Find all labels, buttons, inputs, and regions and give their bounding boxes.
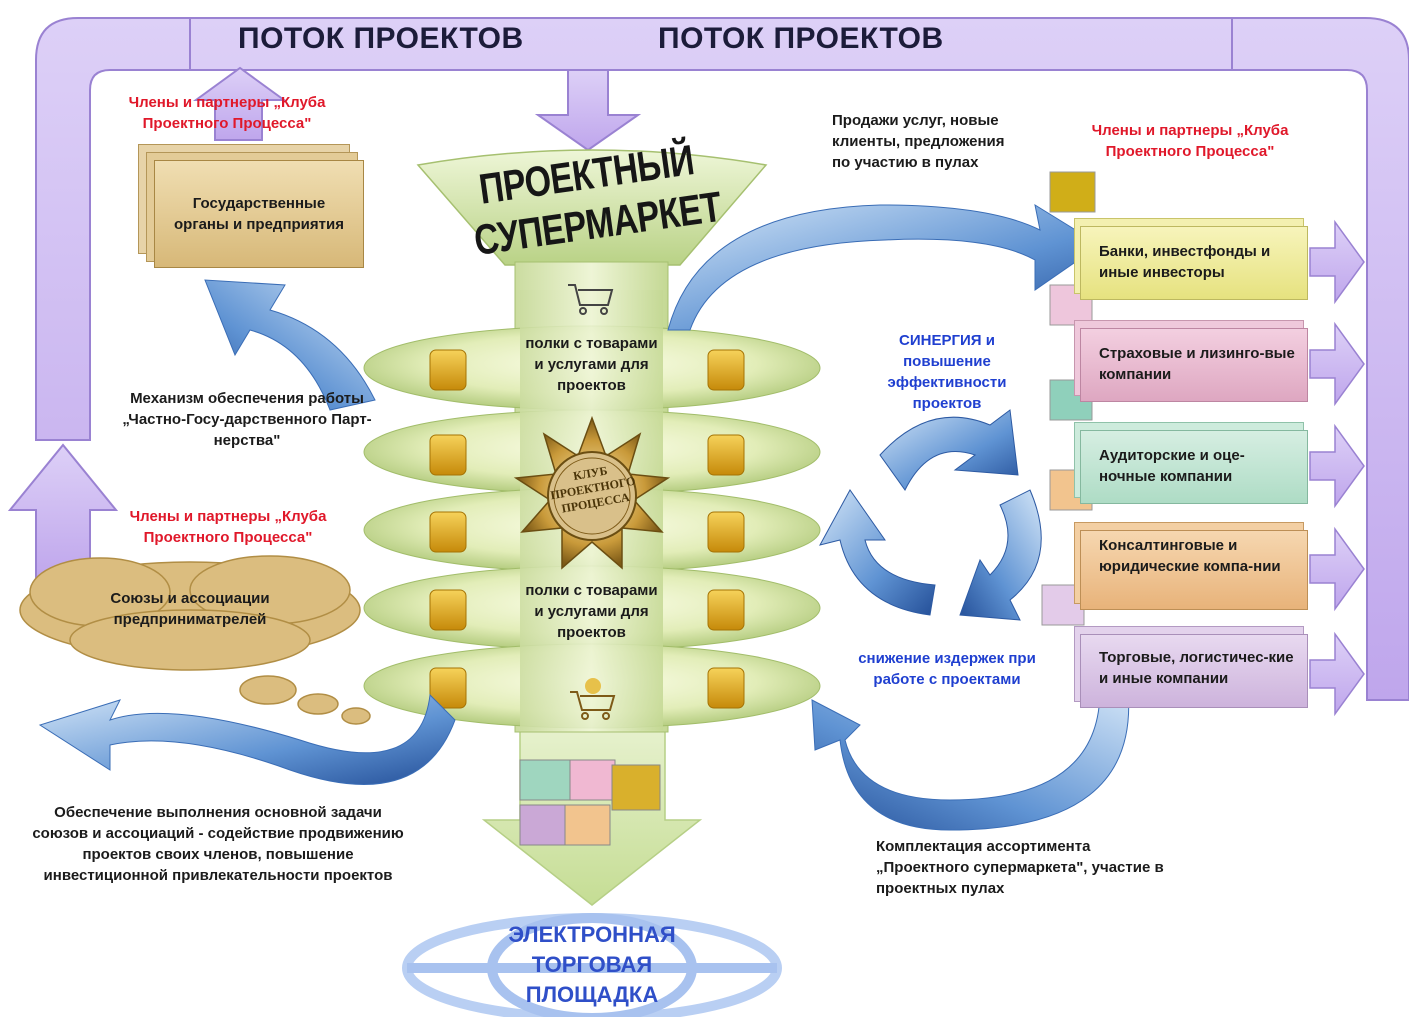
club-badge-star — [513, 415, 671, 570]
right-box-trade: Торговые, логистичес-кие и иные компании — [1080, 634, 1308, 708]
right-flow-arrows — [1309, 219, 1365, 717]
funnel — [416, 149, 768, 266]
members-title-left-top: Члены и партнеры „Клуба Проектного Проце… — [128, 94, 326, 132]
costs-reduction-text: снижение издержек при работе с проектами — [858, 650, 1036, 688]
unions-box: Союзы и ассоциации предприниматрелей — [110, 590, 270, 628]
right-box-insurance: Страховые и лизинго-вые компании — [1080, 328, 1308, 402]
electronic-platform-title: ЭЛЕКТРОННАЯ ТОРГОВАЯ ПЛОЩАДКА — [508, 922, 676, 1007]
project-flow-band — [35, 17, 1409, 701]
right-box-investors-label: Банки, инвестфонды и иные инвесторы — [1099, 243, 1271, 281]
arrow-gov-up — [204, 279, 376, 411]
members-title-left-bottom: Члены и партнеры „Клуба Проектного Проце… — [129, 508, 327, 546]
top-down-arrow — [534, 69, 642, 152]
unions-cloud — [19, 555, 371, 725]
members-title-right: Члены и партнеры „Клуба Проектного Проце… — [1091, 122, 1289, 160]
arrow-assortment-left — [811, 689, 1130, 831]
flow-title-right: ПОТОК ПРОЕКТОВ — [658, 22, 944, 55]
right-box-insurance-label: Страховые и лизинго-вые компании — [1099, 345, 1295, 383]
unions-task-text: Обеспечение выполнения основной задачи с… — [32, 804, 404, 884]
right-box-consulting-label: Консалтинговые и юридические компа-нии — [1099, 537, 1281, 575]
top-up-arrow — [192, 66, 288, 141]
arrow-sales-right — [667, 203, 1101, 331]
right-box-audit: Аудиторские и оце-ночные компании — [1080, 430, 1308, 504]
recycle-icon — [819, 409, 1042, 621]
ppp-mechanism-text: Механизм обеспечения работы „Частно-Госу… — [122, 390, 372, 449]
cart-full-icon — [570, 691, 616, 720]
right-box-investors: Банки, инвестфонды и иные инвесторы — [1080, 226, 1308, 300]
shelves-text-bottom: полки с товарами и услугами для проектов — [525, 582, 658, 641]
assortment-text: Комплектация ассортимента „Проектного су… — [876, 838, 1164, 897]
arrow-unions-left — [38, 693, 456, 785]
globe — [402, 913, 782, 1017]
puzzle-pieces — [519, 759, 661, 846]
coin-stacks — [429, 349, 745, 709]
flow-title-left: ПОТОК ПРОЕКТОВ — [238, 22, 524, 55]
gov-box-label: Государственные органы и предприятия — [174, 195, 344, 233]
shelves-text-top: полки с товарами и услугами для проектов — [525, 335, 658, 394]
right-box-trade-label: Торговые, логистичес-кие и иные компании — [1099, 649, 1294, 687]
gov-box: Государственные органы и предприятия — [154, 160, 364, 268]
synergy-text: СИНЕРГИЯ и повышение эффективности проек… — [887, 332, 1007, 412]
right-box-consulting: Консалтинговые и юридические компа-нии — [1080, 530, 1308, 610]
sales-text: Продажи услуг, новые клиенты, предложени… — [832, 112, 1005, 171]
cart-icon — [568, 284, 614, 315]
right-box-audit-label: Аудиторские и оце-ночные компании — [1099, 447, 1245, 485]
